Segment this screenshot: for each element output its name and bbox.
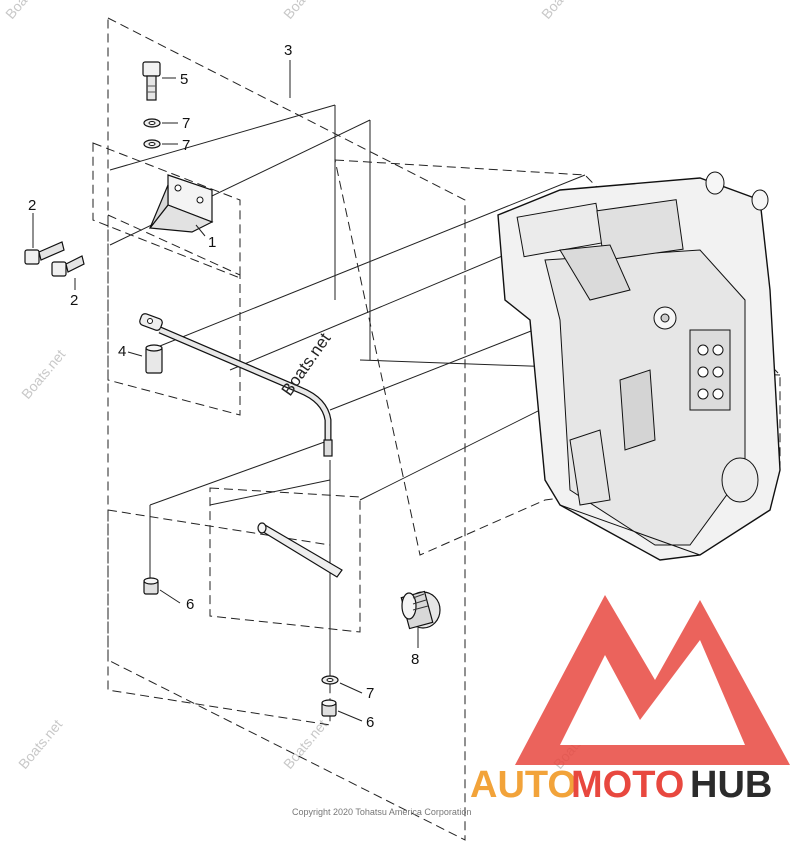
- watermark-top-left: Boats.net: [2, 0, 52, 22]
- logo-triangle-inner: [560, 640, 745, 745]
- part-4-collar: [145, 344, 163, 374]
- callout-7-upper-a: 7: [182, 115, 190, 132]
- callout-6-left: 6: [186, 596, 194, 613]
- callout-4: 4: [118, 343, 126, 360]
- part-1-bracket: [148, 174, 214, 233]
- automotohub-logo: AUTO MOTO HUB: [470, 595, 790, 806]
- logo-text-moto: MOTO: [571, 764, 684, 806]
- watermark-left: Boats.net: [18, 346, 68, 402]
- callout-leaders: [32, 60, 419, 722]
- callout-6-lower: 6: [366, 714, 374, 731]
- engine-block: [497, 171, 781, 561]
- part-7-washers-upper: [143, 118, 161, 149]
- watermark-bottom-mid: Boats.net: [280, 716, 330, 772]
- callout-8: 8: [411, 651, 419, 668]
- outline-lower-group: [107, 509, 331, 726]
- part-5-bolt: [142, 61, 161, 101]
- outline-bracket-group: [92, 142, 241, 279]
- callout-1: 1: [208, 234, 216, 251]
- shift-rod: [139, 313, 333, 457]
- logo-text-auto: AUTO: [470, 764, 577, 806]
- outline-cap-group: [209, 487, 361, 633]
- callout-7-lower: 7: [366, 685, 374, 702]
- part-6-nuts: [143, 577, 337, 717]
- logo-text-hub: HUB: [690, 764, 772, 806]
- outline-assembly-3: [107, 17, 466, 841]
- outline-rod-group: [107, 214, 241, 416]
- callout-labels: 5 7 7 3 1 2 2 4 6 8 7 6: [28, 42, 419, 731]
- watermark-top-right: Boats.net: [538, 0, 588, 22]
- part-2-bolts: [24, 241, 85, 277]
- callout-2-upper: 2: [28, 197, 36, 214]
- copyright-notice: Copyright 2020 Tohatsu America Corporati…: [292, 807, 471, 817]
- callout-7-upper-b: 7: [182, 137, 190, 154]
- watermark-bottom-left: Boats.net: [15, 716, 65, 772]
- shift-pin: [257, 522, 343, 578]
- boats-net-watermark: Boats.net: [278, 329, 335, 399]
- callout-2-lower: 2: [70, 292, 78, 309]
- callout-3: 3: [284, 42, 292, 59]
- watermark-top-mid: Boats.net: [280, 0, 330, 22]
- part-7-washer-lower: [321, 675, 339, 685]
- part-8-cap: [400, 590, 441, 630]
- callout-5: 5: [180, 71, 188, 88]
